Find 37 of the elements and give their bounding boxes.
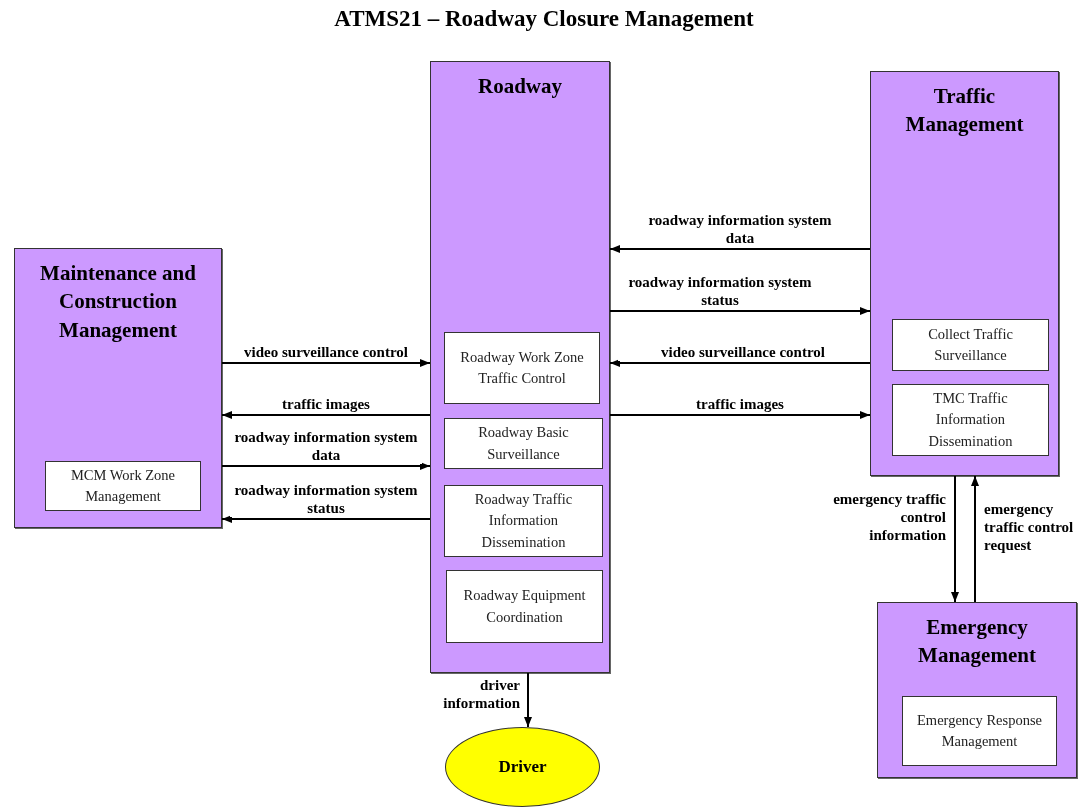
subsystem-title: Maintenance and Construction Management <box>39 260 197 344</box>
function-box <box>444 418 603 469</box>
subsystem-box <box>870 71 1059 476</box>
arrow <box>971 475 979 603</box>
subsystem-box <box>877 602 1077 778</box>
function-box <box>892 384 1049 456</box>
arrow <box>524 672 532 728</box>
arrow <box>221 462 431 470</box>
arrow <box>609 411 871 419</box>
function-box <box>444 332 600 404</box>
function-box <box>45 461 201 511</box>
function-label: Roadway Basic Surveillance <box>477 423 570 464</box>
function-label: TMC Traffic Information Dissemination <box>927 389 1014 451</box>
function-box <box>892 319 1049 371</box>
arrow <box>221 411 431 419</box>
function-box <box>902 696 1057 766</box>
arrow <box>609 359 871 367</box>
subsystem-title: Traffic Management <box>904 83 1025 139</box>
function-box <box>444 485 603 557</box>
arrow <box>609 245 871 253</box>
function-label: Roadway Work Zone Traffic Control <box>459 348 585 388</box>
function-label: Driver <box>498 757 547 777</box>
function-label: Collect Traffic Surveillance <box>927 325 1014 365</box>
arrow <box>221 515 431 523</box>
function-box <box>446 570 603 643</box>
arrow <box>951 475 959 603</box>
subsystem-title: Roadway <box>477 73 563 100</box>
arrow <box>609 307 871 315</box>
function-label: MCM Work Zone Management <box>69 466 177 506</box>
function-label: Roadway Equipment Coordination <box>462 586 587 627</box>
diagram-title: ATMS21 – Roadway Closure Management <box>334 6 754 32</box>
subsystem-title: Emergency Management <box>917 614 1037 670</box>
function-label: Roadway Traffic Information Dissemination <box>473 490 574 552</box>
function-label: Emergency Response Management <box>916 711 1043 751</box>
arrow <box>221 359 431 367</box>
subsystem-box <box>14 248 222 528</box>
subsystem-box <box>430 61 610 673</box>
